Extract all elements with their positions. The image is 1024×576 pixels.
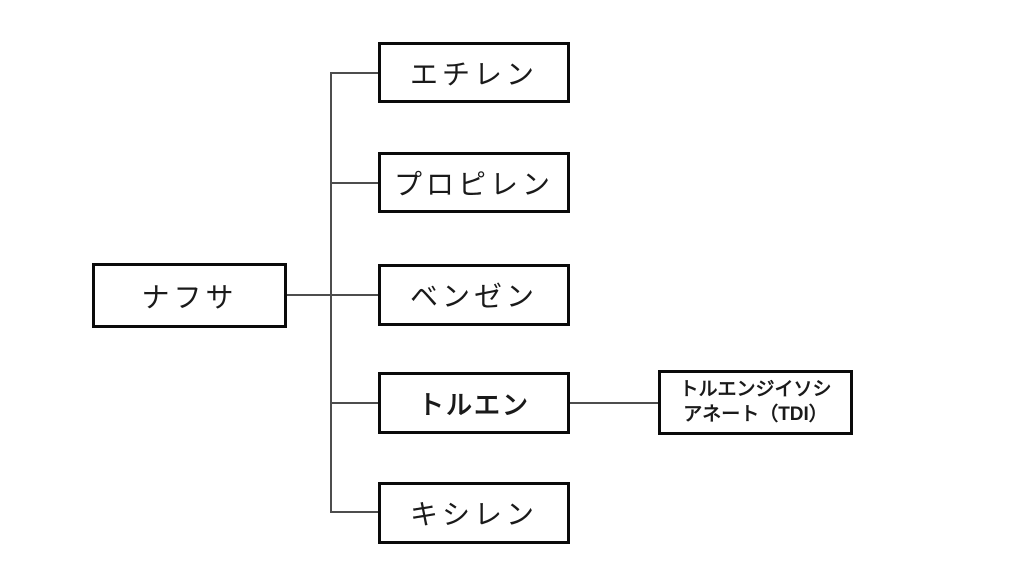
- node-benzene: ベンゼン: [378, 264, 570, 326]
- node-ethylene: エチレン: [378, 42, 570, 103]
- node-tdi-label-line1: トルエンジイソシ: [679, 378, 832, 400]
- connector-branch-xylene: [330, 511, 378, 513]
- connector-branch-toluene: [330, 402, 378, 404]
- node-benzene-label: ベンゼン: [409, 282, 538, 313]
- node-naphtha: ナフサ: [92, 263, 287, 328]
- node-tdi-label-line2: アネート（TDI）: [683, 403, 828, 425]
- node-naphtha-label: ナフサ: [141, 282, 238, 314]
- node-xylene: キシレン: [378, 482, 570, 544]
- connector-naphtha-to-benzene: [287, 294, 378, 296]
- node-tdi: トルエンジイソシ アネート（TDI）: [658, 370, 853, 435]
- connector-trunk-line: [330, 72, 332, 512]
- connector-branch-ethylene: [330, 72, 378, 74]
- connector-branch-propylene: [330, 182, 378, 184]
- node-xylene-label: キシレン: [409, 500, 538, 531]
- node-ethylene-label: エチレン: [409, 59, 538, 91]
- node-toluene: トルエン: [378, 372, 570, 434]
- node-propylene: プロピレン: [378, 152, 570, 213]
- connector-toluene-to-tdi: [570, 402, 658, 404]
- node-propylene-label: プロピレン: [393, 169, 554, 201]
- node-toluene-label: トルエン: [417, 389, 530, 420]
